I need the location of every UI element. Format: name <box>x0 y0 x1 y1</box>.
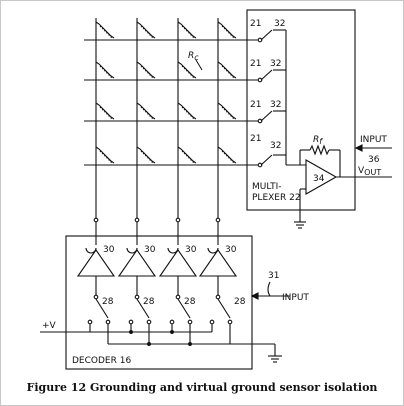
label-rc: Rc <box>188 51 199 62</box>
label-buffer-30: 30 <box>185 245 197 255</box>
multiplexer-box <box>246 9 356 211</box>
resistor-ticks <box>99 25 235 164</box>
decoder-switches <box>87 294 233 325</box>
diagram-labels: Rc 21 32 21 32 21 32 21 32 Rf 34 INPUT 3… <box>42 19 387 366</box>
mux-switches <box>257 29 287 168</box>
label-ref-31: 31 <box>268 271 279 281</box>
label-switch-28: 28 <box>234 297 246 307</box>
label-ref-36: 36 <box>368 155 380 165</box>
label-switch-28: 28 <box>184 297 196 307</box>
label-input-36: INPUT <box>360 135 387 145</box>
label-switch-21: 21 <box>250 100 261 110</box>
label-switch-32: 32 <box>270 100 281 110</box>
label-mux-line2: PLEXER 22 <box>252 193 301 203</box>
buffer-amplifiers <box>76 247 238 277</box>
label-buffer-30: 30 <box>225 245 237 255</box>
label-switch-32: 32 <box>270 141 281 151</box>
label-switch-32: 32 <box>274 19 285 29</box>
label-buffer-30: 30 <box>103 245 115 255</box>
label-input-31: INPUT <box>282 293 309 303</box>
label-mux-line1: MULTI- <box>252 182 282 192</box>
wiring <box>40 9 392 370</box>
decoder-box <box>65 235 253 370</box>
label-switch-32: 32 <box>270 59 281 69</box>
label-switch-21: 21 <box>250 134 261 144</box>
label-vout: VOUT <box>358 166 381 177</box>
label-buffer-30: 30 <box>144 245 156 255</box>
op-amp-34 <box>305 159 338 195</box>
label-switch-21: 21 <box>250 59 261 69</box>
label-switch-28: 28 <box>102 297 114 307</box>
label-decoder: DECODER 16 <box>72 356 131 366</box>
sensor-resistor-array <box>95 21 237 164</box>
figure-caption: Figure 12 Grounding and virtual ground s… <box>26 381 378 394</box>
label-plus-v: +V <box>42 321 57 331</box>
label-rf: Rf <box>313 135 323 146</box>
feedback-resistor-rf <box>309 144 330 156</box>
label-switch-28: 28 <box>143 297 155 307</box>
label-switch-21: 21 <box>250 19 261 29</box>
label-amp-34: 34 <box>313 174 325 184</box>
